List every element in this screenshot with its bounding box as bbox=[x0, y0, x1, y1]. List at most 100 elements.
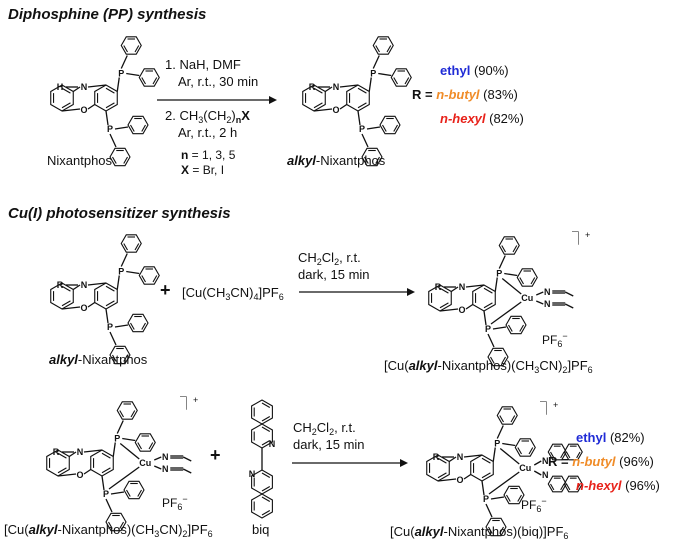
phenyl-ring bbox=[372, 36, 394, 55]
o-bond-right bbox=[87, 301, 96, 308]
n-substituent-atom: R bbox=[433, 452, 440, 462]
n-atom: N bbox=[81, 82, 88, 92]
right-aryl-ring-double-bond bbox=[105, 102, 115, 109]
phenyl-ring bbox=[361, 147, 383, 167]
phenyl-ring-double-bond bbox=[393, 124, 398, 132]
left-aryl-ring-double-bond bbox=[57, 452, 67, 459]
biq-ring bbox=[563, 475, 583, 493]
n-bond-left bbox=[72, 284, 81, 291]
biq-ring-double-bond bbox=[550, 451, 555, 459]
biq-ring-double-bond bbox=[261, 416, 271, 422]
phenyl-ring-double-bond bbox=[141, 322, 146, 330]
plus-sign-2: + bbox=[210, 445, 221, 465]
x-values: X = Br, I bbox=[181, 163, 225, 177]
mecn-1-n-atom: N bbox=[544, 287, 551, 297]
ph-bond bbox=[109, 133, 117, 148]
right-aryl-ring-double-bond bbox=[105, 285, 115, 292]
biq-ring bbox=[563, 443, 583, 461]
right-aryl-ring-double-bond bbox=[483, 302, 493, 309]
step1-line1: 1. NaH, DMF bbox=[165, 57, 241, 72]
right-aryl-ring bbox=[470, 454, 494, 482]
right-aryl-ring bbox=[472, 284, 496, 312]
right-aryl-ring bbox=[94, 84, 118, 112]
o-bond-right bbox=[339, 103, 348, 110]
n-bond-left bbox=[448, 456, 457, 463]
o-bond-left bbox=[61, 108, 81, 112]
ph-bond bbox=[114, 126, 129, 130]
biq-ring-double-bond bbox=[550, 483, 555, 491]
phenyl-ring-double-bond bbox=[508, 324, 513, 332]
phenyl-ring-double-bond bbox=[517, 494, 522, 502]
counterion-2: PF6− bbox=[542, 331, 568, 349]
mecn-1-bond bbox=[536, 291, 544, 296]
p-bottom-atom: P bbox=[107, 322, 113, 332]
ph-bond bbox=[504, 272, 518, 277]
phenyl-ring-double-bond bbox=[119, 521, 124, 529]
left-aryl-ring-double-bond bbox=[61, 285, 71, 292]
ph-bond bbox=[120, 253, 128, 267]
phenyl-ring-double-bond bbox=[119, 410, 124, 418]
cu-p-bond bbox=[119, 442, 140, 460]
n-bond-left bbox=[324, 86, 333, 93]
p-bottom-atom: P bbox=[485, 324, 491, 334]
n-bond-right bbox=[463, 454, 483, 458]
p-bottom-atom: P bbox=[107, 124, 113, 134]
biq-ring-double-bond bbox=[566, 451, 571, 459]
mecn-2-bond bbox=[536, 300, 544, 305]
ph-bond bbox=[366, 126, 381, 130]
phenyl-ring-double-bond bbox=[375, 156, 380, 164]
conditions-3-line1: CH2Cl2, r.t. bbox=[293, 420, 356, 437]
phenyl-ring-double-bond bbox=[382, 124, 387, 132]
phenyl-ring-double-bond bbox=[130, 410, 136, 418]
r-group-butyl-1: R = n-butyl (83%) bbox=[412, 87, 518, 102]
p-top-atom: P bbox=[114, 434, 120, 444]
reaction-arrow-2 bbox=[299, 288, 415, 296]
o-bond-right bbox=[465, 303, 474, 310]
step2-line2: Ar, r.t., 2 h bbox=[178, 125, 238, 140]
ph-bond bbox=[116, 420, 124, 434]
n-bond-right bbox=[83, 449, 103, 453]
phenyl-ring-double-bond bbox=[501, 356, 506, 364]
p-bottom-bond bbox=[481, 480, 485, 496]
phenyl-ring-double-bond bbox=[506, 494, 511, 502]
p-top-atom: P bbox=[118, 267, 124, 277]
step2-line1: 2. CH3(CH2)nX bbox=[165, 108, 250, 125]
phenyl-ring-double-bond bbox=[148, 442, 154, 450]
reaction-arrow-3 bbox=[292, 459, 408, 467]
o-bond-right bbox=[463, 473, 472, 480]
p-bottom-bond bbox=[105, 308, 109, 324]
o-bond-left bbox=[437, 478, 457, 482]
phenyl-ring-double-bond bbox=[488, 526, 493, 534]
phenyl-ring-double-bond bbox=[126, 489, 131, 497]
p-top-atom: P bbox=[496, 269, 502, 279]
right-aryl-ring-double-bond bbox=[101, 467, 111, 474]
o-atom: O bbox=[80, 105, 87, 115]
cu-p-bond bbox=[499, 447, 520, 465]
counterion-3b: PF6− bbox=[521, 496, 547, 514]
n-atom: N bbox=[81, 280, 88, 290]
phenyl-ring-double-bond bbox=[123, 156, 128, 164]
right-aryl-ring-double-bond bbox=[481, 472, 491, 479]
cu-p-bond bbox=[501, 277, 522, 295]
phenyl-ring bbox=[503, 485, 525, 505]
ph-bond bbox=[492, 326, 507, 330]
biq-ring-double-bond bbox=[566, 483, 571, 491]
phenyl-ring-double-bond bbox=[123, 45, 128, 53]
o-atom: O bbox=[332, 105, 339, 115]
n-substituent-atom: R bbox=[309, 82, 316, 92]
mecn-1-methyl bbox=[182, 456, 192, 462]
left-aryl-ring-double-bond bbox=[61, 87, 71, 94]
phenyl-ring-double-bond bbox=[375, 45, 380, 53]
phenyl-ring bbox=[120, 36, 142, 55]
phenyl-ring-double-bond bbox=[386, 45, 392, 53]
p-top-bond bbox=[112, 442, 116, 457]
biq-ring-double-bond bbox=[261, 496, 271, 502]
phenyl-ring bbox=[485, 517, 507, 537]
p-top-bond bbox=[368, 77, 372, 92]
mecn-2-n-atom: N bbox=[544, 299, 551, 309]
left-aryl-ring-double-bond bbox=[437, 457, 447, 464]
biq-ring-double-bond bbox=[560, 451, 565, 459]
ph-bond bbox=[122, 437, 136, 442]
